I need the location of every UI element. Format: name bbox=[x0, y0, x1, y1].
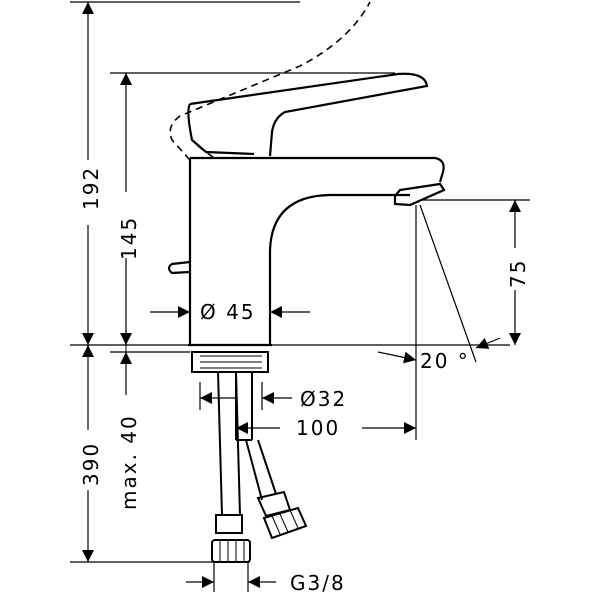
dim-diameter-32: Ø32 bbox=[300, 387, 347, 411]
dim-75: 75 bbox=[506, 259, 530, 288]
underdeck-assembly bbox=[191, 351, 308, 563]
dim-100: 100 bbox=[296, 416, 340, 440]
dim-angle-20: 20 ° bbox=[420, 349, 470, 373]
dim-diameter-45: Ø 45 bbox=[200, 300, 256, 324]
dim-192: 192 bbox=[79, 166, 103, 210]
dim-thread-g38: G3/8 bbox=[290, 571, 346, 595]
handle-alt-position bbox=[169, 1, 371, 161]
dim-390: 390 bbox=[79, 442, 103, 486]
dim-max-40: max. 40 bbox=[117, 414, 141, 510]
dimension-lines bbox=[70, 2, 530, 592]
dim-145: 145 bbox=[117, 216, 141, 260]
